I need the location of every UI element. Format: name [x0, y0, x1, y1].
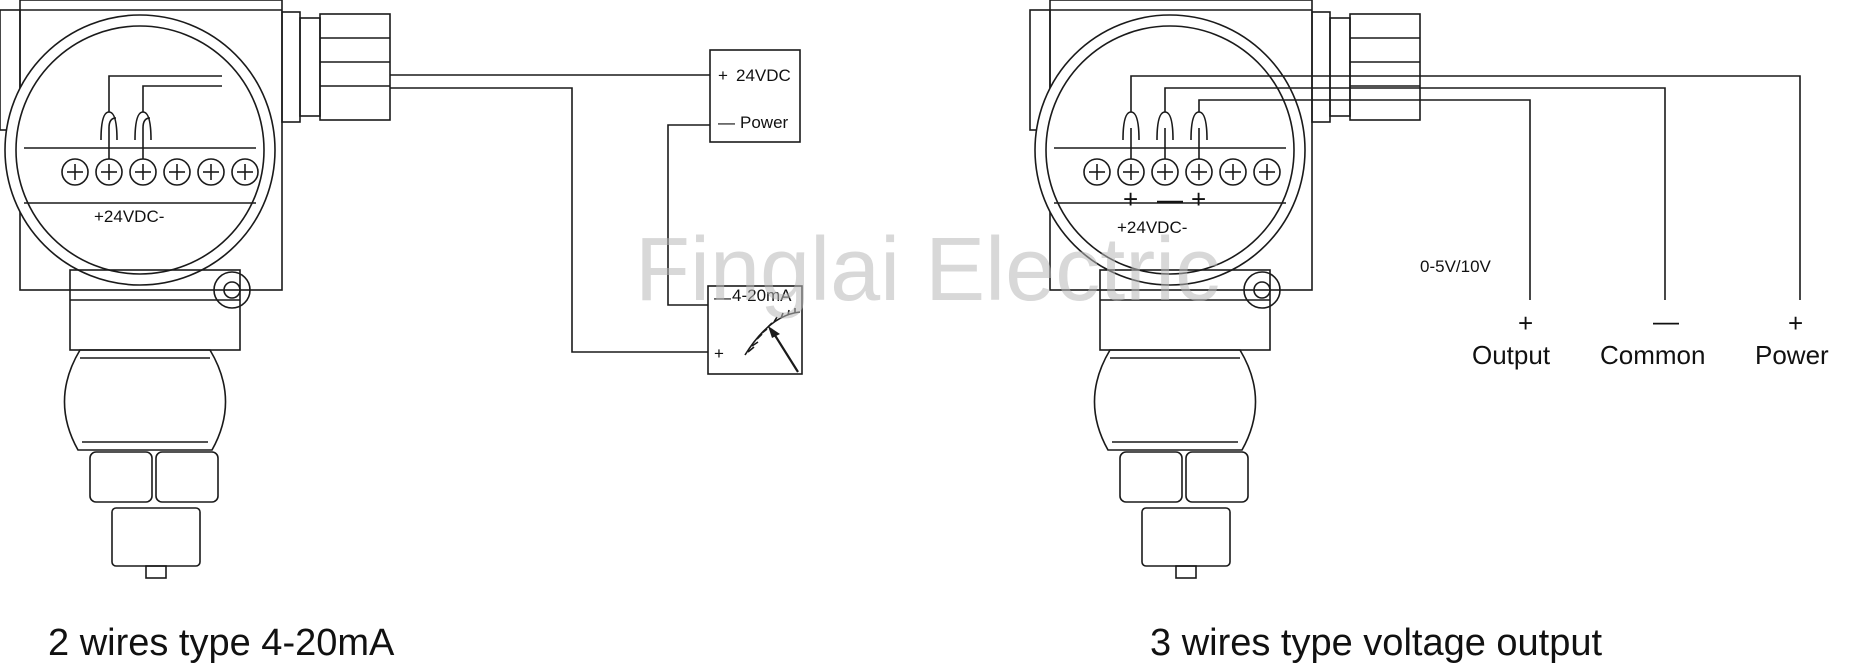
right-term-sign-1: +	[1123, 184, 1138, 214]
common-sign: —	[1653, 306, 1679, 336]
watermark-text: Finglai Electric	[635, 220, 1220, 320]
power-sign: +	[1788, 308, 1803, 338]
power-voltage-label: 24VDC	[736, 66, 791, 85]
left-internal-wires	[100, 75, 222, 159]
power-minus-sign: —	[718, 113, 735, 132]
meter-plus-sign: +	[714, 344, 724, 363]
right-caption: 3 wires type voltage output	[1150, 622, 1602, 664]
left-external-wires	[390, 74, 710, 353]
right-power-label: Power	[1755, 340, 1829, 370]
right-term-sign-2: —	[1157, 184, 1183, 214]
power-label: Power	[740, 113, 789, 132]
left-caption: 2 wires type 4-20mA	[48, 622, 395, 664]
output-sign: +	[1518, 308, 1533, 338]
common-label: Common	[1600, 340, 1705, 370]
left-terminal-label: +24VDC-	[94, 207, 164, 226]
right-terminal-label: +24VDC-	[1117, 218, 1187, 237]
meter-label: 4-20mA	[732, 286, 792, 305]
right-term-sign-3: +	[1191, 184, 1206, 214]
voltage-range-label: 0-5V/10V	[1420, 257, 1492, 276]
power-plus-sign: +	[718, 66, 728, 85]
output-label: Output	[1472, 340, 1551, 370]
meter-minus-sign: —	[714, 288, 731, 307]
right-internal-wires	[1122, 75, 1420, 159]
right-external-wires	[1420, 75, 1801, 300]
power-supply-box	[709, 49, 801, 143]
ammeter-box	[707, 285, 803, 375]
